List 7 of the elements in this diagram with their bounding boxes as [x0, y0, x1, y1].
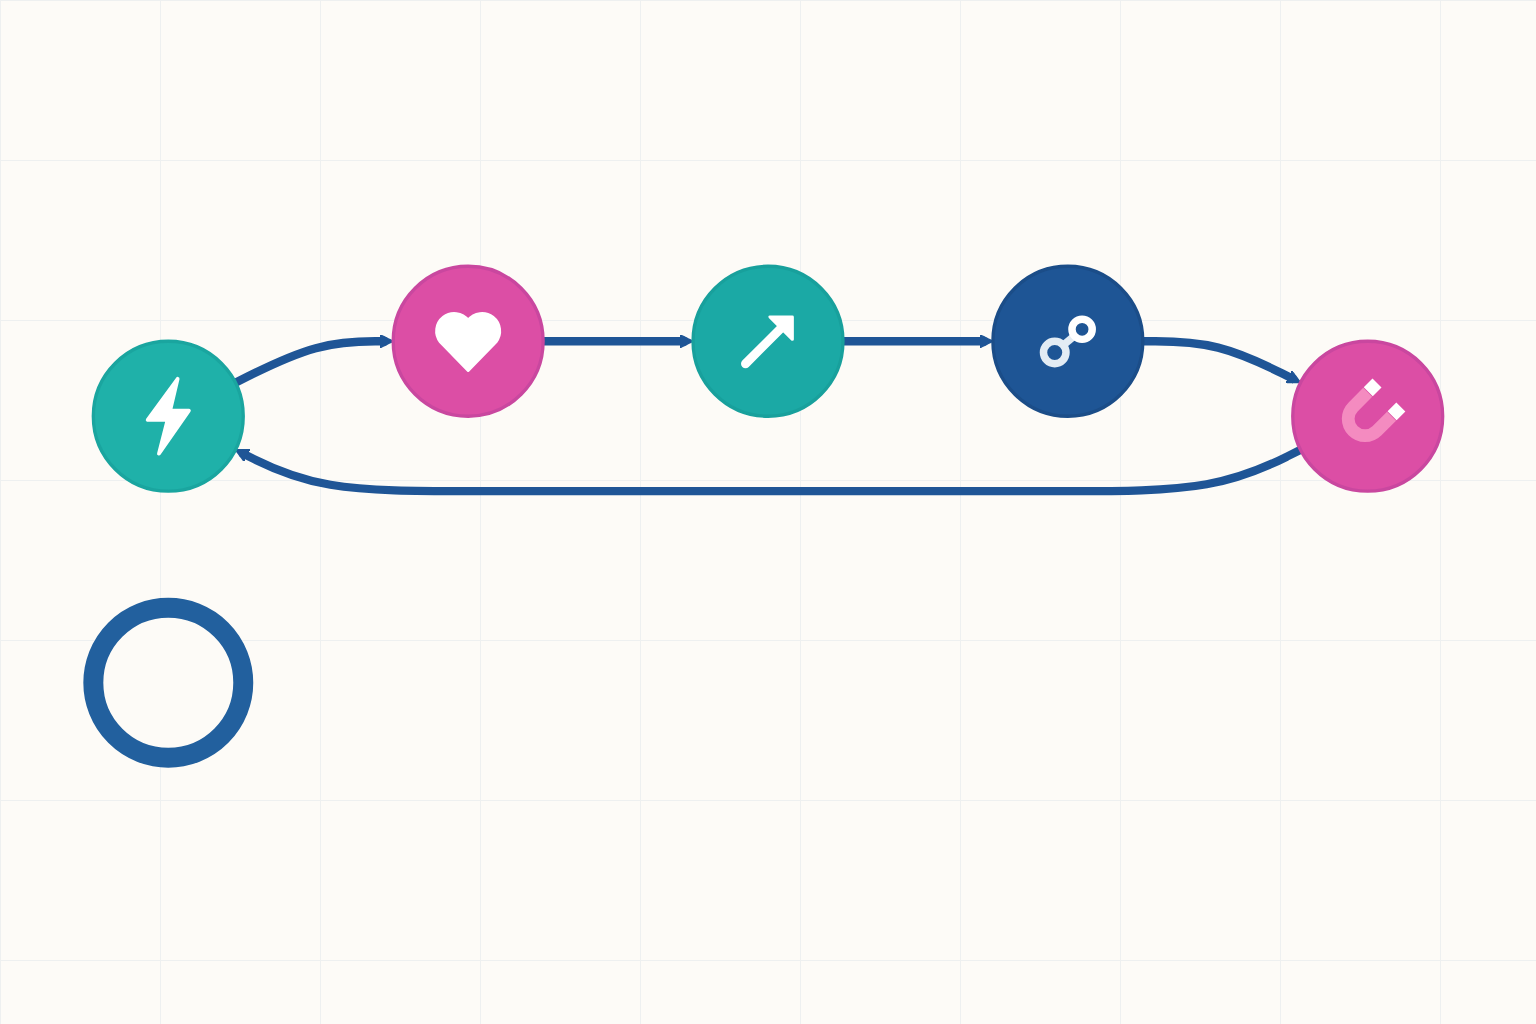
node-circle	[691, 264, 845, 418]
node-circle	[91, 339, 245, 493]
node-circle	[83, 597, 254, 768]
node-circle	[391, 264, 545, 418]
node-circle	[991, 264, 1145, 418]
node-circle	[1291, 339, 1445, 493]
arrow	[234, 446, 1303, 496]
